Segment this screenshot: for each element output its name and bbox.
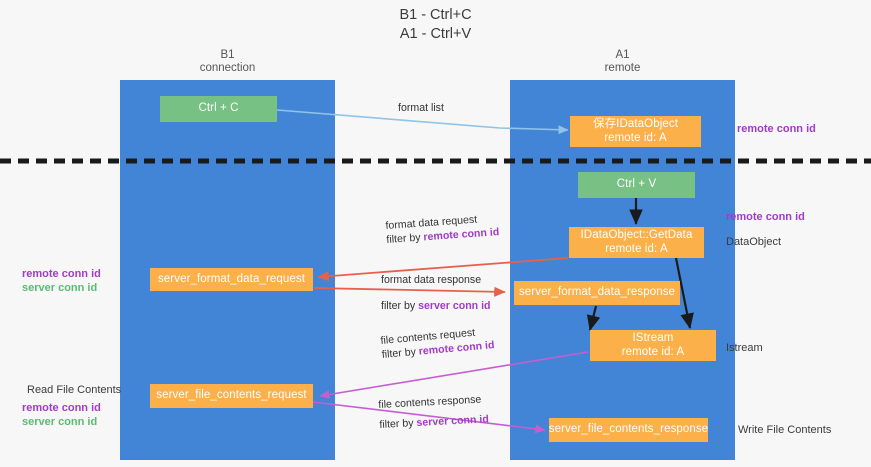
filter-prefix: filter by <box>381 300 419 312</box>
box-server-file-contents-request[interactable]: server_file_contents_request <box>150 384 313 408</box>
edge-label-format-data-response: format data response filter by server co… <box>381 273 491 313</box>
side-label-left-server-conn-id-mid: server conn id <box>22 282 98 294</box>
box-server-format-data-request[interactable]: server_format_data_request <box>150 268 313 291</box>
box-ctrl-v[interactable]: Ctrl + V <box>578 172 695 198</box>
box-idataobject-getdata[interactable]: IDataObject::GetData remote id: A <box>569 227 704 258</box>
arrow-format-list <box>276 109 569 135</box>
column-header-a1: A1 remote <box>604 49 641 74</box>
arrow-getdata-to-istream <box>674 257 694 329</box>
box-save-idataobject[interactable]: 保存IDataObject remote id: A <box>570 116 701 147</box>
side-label-remote-conn-id-top: remote conn id <box>737 123 816 135</box>
box-istream[interactable]: IStream remote id: A <box>590 330 716 361</box>
side-label-left-server-conn-id-bottom: server conn id <box>22 416 98 428</box>
arrow-file-contents-request <box>319 351 589 399</box>
box-server-file-contents-response[interactable]: server_file_contents_response <box>549 418 708 442</box>
page-title: B1 - Ctrl+C A1 - Ctrl+V <box>399 7 472 42</box>
filter-key-server-conn-id: server conn id <box>418 300 491 312</box>
arrow-format-data-request <box>317 257 569 282</box>
side-label-dataobject: DataObject <box>726 236 782 248</box>
edge-label-format-data-response-line2: filter by server conn id <box>381 299 491 313</box>
arrow-response-to-istream <box>586 305 601 331</box>
arrow-file-contents-response <box>312 401 546 434</box>
edge-label-file-contents-response: file contents response filter by server … <box>378 392 489 432</box>
side-label-left-remote-conn-id-mid: remote conn id <box>22 268 101 280</box>
filter-prefix: filter by <box>381 345 420 361</box>
filter-key-server-conn-id: server conn id <box>416 413 490 430</box>
side-label-write-file-contents: Write File Contents <box>738 424 832 436</box>
arrow-format-data-response <box>313 286 506 297</box>
edge-label-format-data-response-line1: format data response <box>381 274 482 286</box>
side-label-left-remote-conn-id-bottom: remote conn id <box>22 402 101 414</box>
filter-prefix: filter by <box>386 231 424 246</box>
box-ctrl-c[interactable]: Ctrl + C <box>160 96 277 122</box>
side-label-istream: Istream <box>726 342 763 354</box>
filter-prefix: filter by <box>379 417 417 431</box>
side-label-read-file-contents: Read File Contents <box>27 384 122 396</box>
column-header-b1: B1 connection <box>199 49 256 74</box>
side-label-remote-conn-id-mid: remote conn id <box>726 211 805 223</box>
edge-label-format-list: format list <box>398 102 444 114</box>
box-server-format-data-response[interactable]: server_format_data_response <box>514 281 680 305</box>
